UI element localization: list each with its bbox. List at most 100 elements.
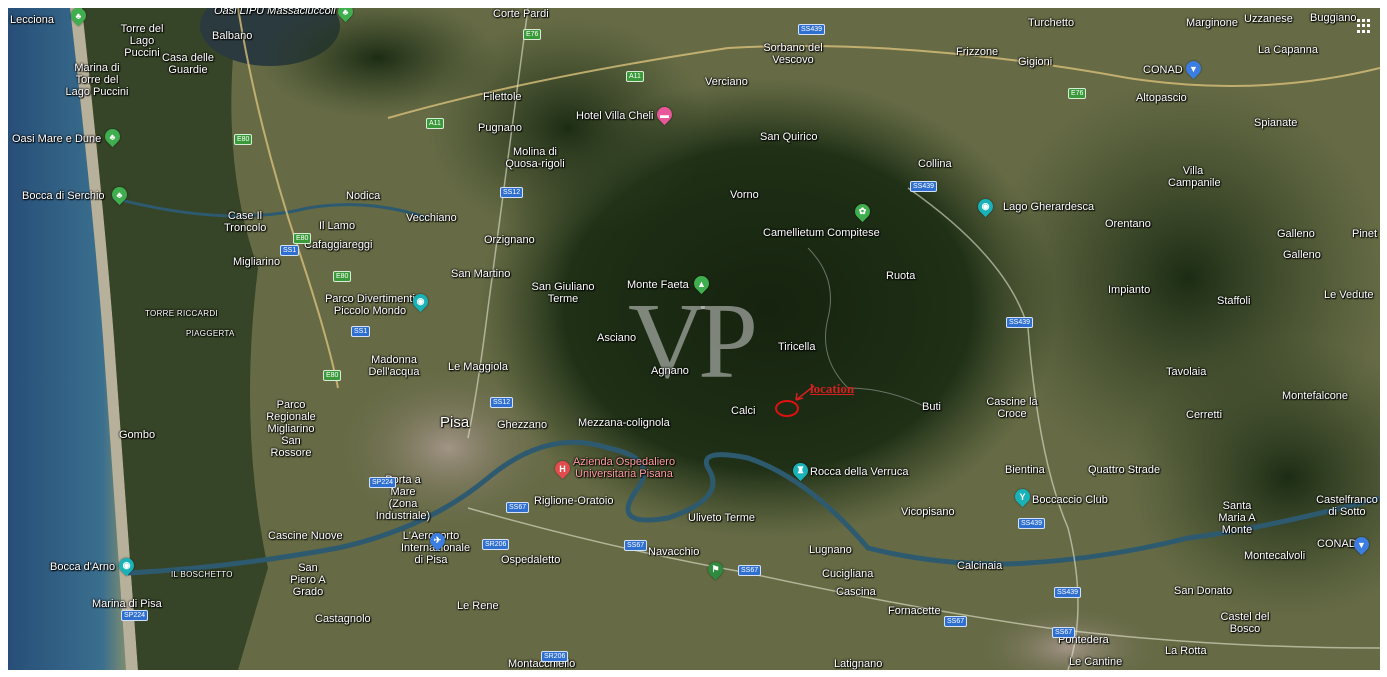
label-parco-divertimenti[interactable]: Parco Divertimenti Piccolo Mondo: [325, 293, 415, 317]
label-pisa[interactable]: Pisa: [440, 414, 470, 431]
flag-pin[interactable]: ⚑: [704, 558, 727, 581]
label-marina-pisa[interactable]: Marina di Pisa: [92, 598, 162, 610]
garden-pin[interactable]: ✿: [851, 200, 874, 223]
label-altopascio[interactable]: Altopascio: [1136, 92, 1187, 104]
label-navacchio[interactable]: Navacchio: [648, 546, 700, 558]
label-la-rotta[interactable]: La Rotta: [1165, 645, 1207, 657]
label-calci[interactable]: Calci: [731, 405, 756, 417]
label-cascine-nuove[interactable]: Cascine Nuove: [268, 530, 343, 542]
label-pugnano[interactable]: Pugnano: [478, 122, 523, 134]
label-galleno-1[interactable]: Galleno: [1277, 228, 1315, 240]
label-agnano[interactable]: Agnano: [651, 365, 689, 377]
label-hotel-villa-cheli[interactable]: Hotel Villa Cheli: [576, 110, 654, 122]
label-parco-regionale[interactable]: Parco Regionale Migliarino San Rossore: [266, 399, 316, 459]
label-san-giuliano[interactable]: San Giuliano Terme: [531, 281, 595, 305]
label-monte-faeta[interactable]: Monte Faeta: [627, 279, 689, 291]
label-il-lamo[interactable]: Il Lamo: [319, 220, 356, 232]
label-staffoli[interactable]: Staffoli: [1217, 295, 1251, 307]
label-vorno[interactable]: Vorno: [730, 189, 759, 201]
label-buggiano[interactable]: Buggiano: [1310, 12, 1357, 24]
label-torre-lago[interactable]: Torre del Lago Puccini: [120, 23, 164, 59]
shop-pin[interactable]: ▼: [1182, 57, 1205, 80]
castle-pin[interactable]: ♜: [789, 459, 812, 482]
label-collina[interactable]: Collina: [918, 158, 952, 170]
label-villa-campanile[interactable]: Villa Campanile: [1168, 165, 1221, 189]
label-nodica[interactable]: Nodica: [346, 190, 381, 202]
label-riglione[interactable]: Riglione-Oratoio: [534, 495, 614, 507]
label-le-cantine[interactable]: Le Cantine: [1069, 656, 1123, 668]
label-torre-riccardi[interactable]: TORRE RICCARDI: [145, 309, 218, 318]
label-buti[interactable]: Buti: [922, 401, 941, 413]
label-calcinaia[interactable]: Calcinaia: [957, 560, 1003, 572]
hospital-pin[interactable]: H: [551, 457, 574, 480]
label-sorbano[interactable]: Sorbano del Vescovo: [763, 42, 823, 66]
label-bocca-arno[interactable]: Bocca d'Arno: [50, 561, 116, 573]
label-conad-2[interactable]: CONAD: [1317, 538, 1357, 550]
location-marker[interactable]: [775, 400, 799, 417]
label-asciano[interactable]: Asciano: [597, 332, 637, 344]
label-migliarino[interactable]: Migliarino: [233, 256, 281, 268]
label-bocca-serchio[interactable]: Bocca di Serchio: [22, 190, 105, 202]
label-galleno-2[interactable]: Galleno: [1283, 249, 1321, 261]
label-cafaggiareggi[interactable]: Cafaggiareggi: [304, 239, 373, 251]
label-cascine-croce[interactable]: Cascine la Croce: [986, 396, 1038, 420]
label-piaggerta[interactable]: PIAGGERTA: [186, 329, 235, 338]
shop-pin[interactable]: ▼: [1350, 533, 1373, 556]
label-tavolaia[interactable]: Tavolaia: [1166, 366, 1207, 378]
label-verciano[interactable]: Verciano: [705, 76, 748, 88]
label-rocca-verruca[interactable]: Rocca della Verruca: [810, 466, 909, 478]
label-uzzanese[interactable]: Uzzanese: [1244, 13, 1293, 25]
label-impianto[interactable]: Impianto: [1108, 284, 1151, 296]
label-cerretti[interactable]: Cerretti: [1186, 409, 1223, 421]
label-lago-gherardesca[interactable]: Lago Gherardesca: [1003, 201, 1095, 213]
label-azienda[interactable]: Azienda Ospedaliero Universitaria Pisana: [572, 456, 676, 480]
park-pin[interactable]: ▲: [690, 272, 713, 295]
satellite-map[interactable]: VP Lecciona Oasi LIPU Massaciuccoli Cort…: [8, 8, 1380, 670]
label-cucigliana[interactable]: Cucigliana: [822, 568, 874, 580]
label-fornacette[interactable]: Fornacette: [888, 605, 941, 617]
label-uliveto[interactable]: Uliveto Terme: [688, 512, 756, 524]
label-vicopisano[interactable]: Vicopisano: [901, 506, 955, 518]
label-spianate[interactable]: Spianate: [1254, 117, 1298, 129]
label-castelfranco[interactable]: Castelfranco di Sotto: [1316, 494, 1378, 518]
label-ruota[interactable]: Ruota: [886, 270, 916, 282]
label-orzignano[interactable]: Orzignano: [484, 234, 535, 246]
label-vecchiano[interactable]: Vecchiano: [406, 212, 457, 224]
attraction-pin[interactable]: ◉: [974, 195, 997, 218]
label-balbano[interactable]: Balbano: [212, 30, 253, 42]
label-san-piero[interactable]: San Piero A Grado: [290, 562, 326, 598]
attraction-pin[interactable]: ◉: [409, 290, 432, 313]
label-montecalvoli[interactable]: Montecalvoli: [1244, 550, 1306, 562]
label-gombo[interactable]: Gombo: [119, 429, 156, 441]
label-bientina[interactable]: Bientina: [1005, 464, 1045, 476]
label-camellietum[interactable]: Camellietum Compitese: [763, 227, 880, 239]
club-pin[interactable]: Y: [1011, 485, 1034, 508]
label-mezzana[interactable]: Mezzana-colignola: [578, 417, 670, 429]
label-boccaccio[interactable]: Boccaccio Club: [1032, 494, 1108, 506]
label-pinet[interactable]: Pinet: [1352, 228, 1378, 240]
label-filettole[interactable]: Filettole: [483, 91, 522, 103]
label-turchetto[interactable]: Turchetto: [1028, 17, 1075, 29]
attraction-pin[interactable]: ◉: [115, 554, 138, 577]
label-castagnolo[interactable]: Castagnolo: [315, 613, 371, 625]
airport-pin[interactable]: ✈: [426, 529, 449, 552]
label-frizzone[interactable]: Frizzone: [956, 46, 999, 58]
label-oasi-mare[interactable]: Oasi Mare e Dune: [12, 133, 102, 145]
label-la-capanna[interactable]: La Capanna: [1258, 44, 1318, 56]
label-lugnano[interactable]: Lugnano: [809, 544, 852, 556]
label-san-quirico[interactable]: San Quirico: [760, 131, 818, 143]
label-castel-bosco[interactable]: Castel del Bosco: [1220, 611, 1270, 635]
label-il-boschetto[interactable]: IL BOSCHETTO: [171, 570, 233, 579]
label-molina[interactable]: Molina di Quosa-rigoli: [505, 146, 565, 170]
label-casa-guardie[interactable]: Casa delle Guardie: [162, 52, 214, 76]
label-le-rene[interactable]: Le Rene: [457, 600, 499, 612]
label-case-troncolo[interactable]: Case Il Troncolo: [224, 210, 267, 234]
label-oasi-lipu[interactable]: Oasi LIPU Massaciuccoli: [214, 8, 336, 17]
park-pin[interactable]: ♣: [101, 125, 124, 148]
label-marina-torre[interactable]: Marina di Torre del Lago Puccini: [65, 62, 129, 98]
label-montefalcone[interactable]: Montefalcone: [1282, 390, 1349, 402]
label-santa-maria[interactable]: Santa Maria A Monte: [1218, 500, 1256, 536]
park-pin[interactable]: ♣: [108, 183, 131, 206]
label-le-vedute[interactable]: Le Vedute: [1324, 289, 1374, 301]
label-cascina[interactable]: Cascina: [836, 586, 876, 598]
